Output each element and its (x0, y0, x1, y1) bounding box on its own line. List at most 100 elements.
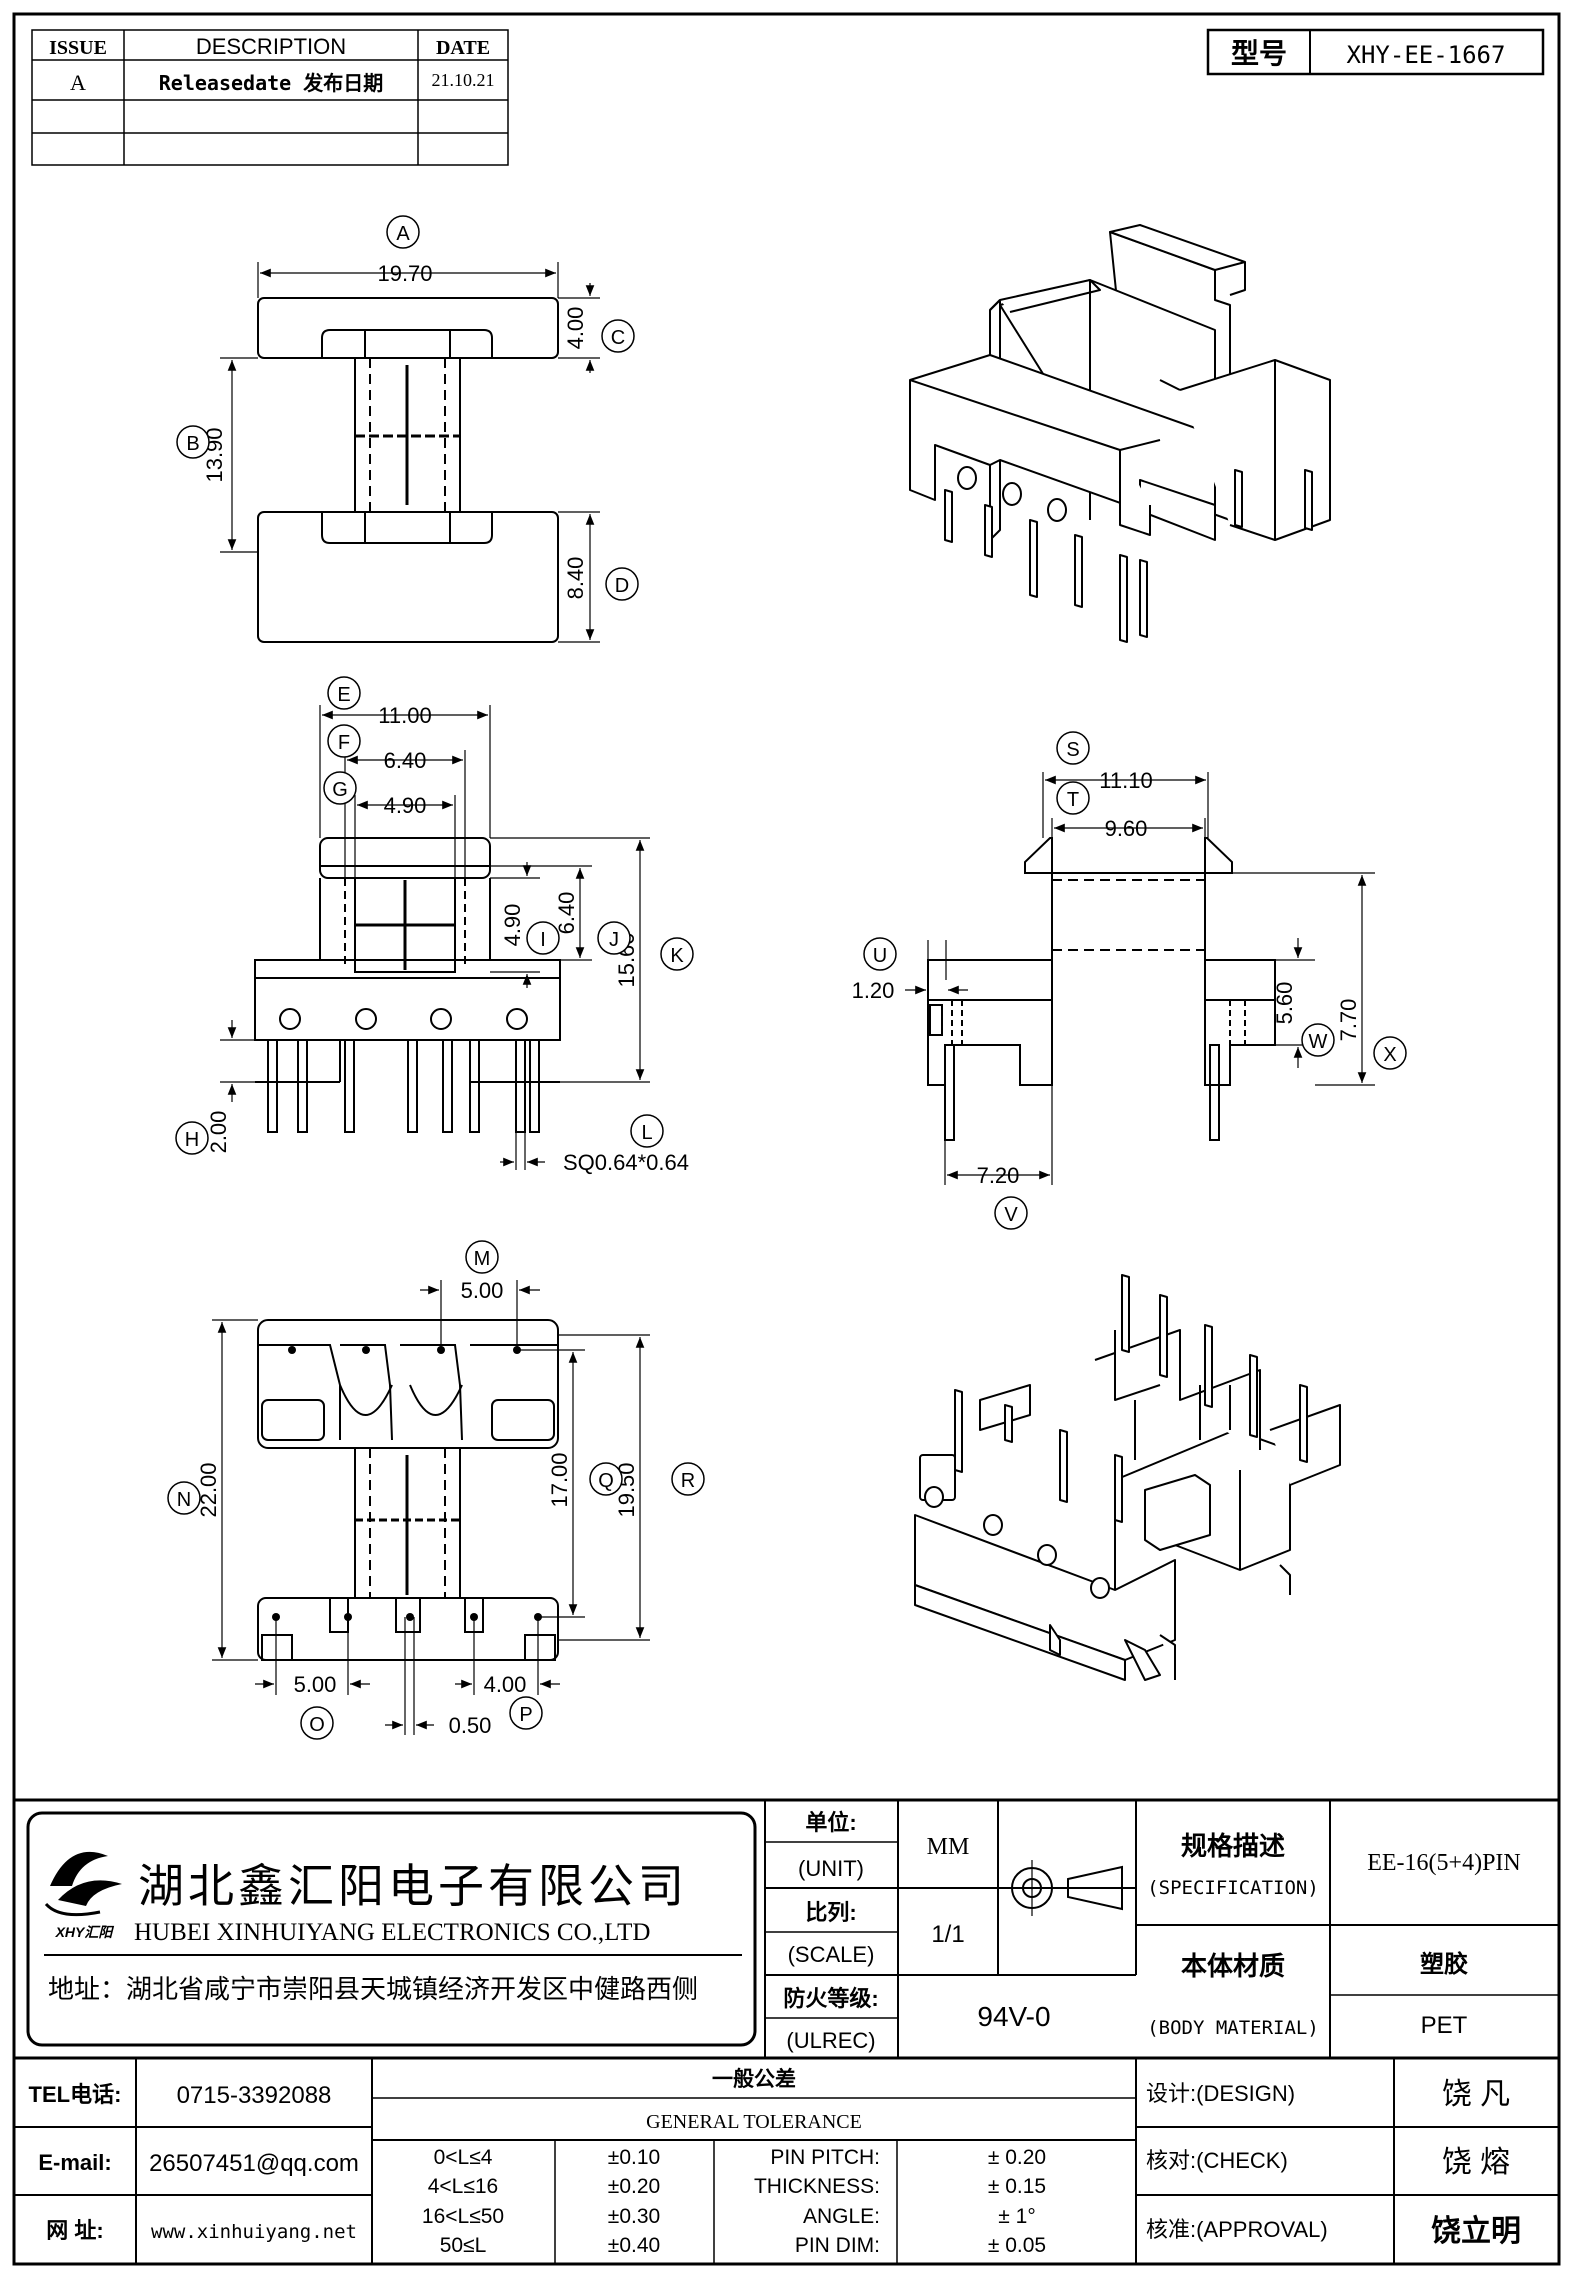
callout-C (601, 319, 635, 353)
email-value: 26507451@qq.com (149, 2150, 359, 2177)
unit-value: MM (927, 1834, 970, 1860)
material-label: 本体材质 (1181, 1951, 1285, 1981)
callout-A (386, 215, 420, 249)
scale-label-en: (SCALE) (788, 1942, 875, 1967)
fire-label-en: (ULREC) (786, 2028, 875, 2053)
callout-I-label: I (540, 929, 546, 951)
front-view-dims (220, 705, 650, 1170)
title-block-grid (14, 1798, 1559, 2264)
callout-T-label: T (1067, 789, 1079, 811)
dim-I: 4.90 (500, 904, 525, 947)
dim-S: 11.10 (1099, 768, 1152, 793)
callout-F (327, 724, 361, 758)
material-value-cn: 塑胶 (1420, 1950, 1468, 1978)
callout-E-label: E (337, 684, 350, 706)
material-label-en: (BODY MATERIAL) (1147, 2017, 1319, 2039)
callout-U-label: U (873, 945, 887, 967)
description-header: DESCRIPTION (196, 34, 346, 59)
isometric-bottom-view (914, 1274, 1341, 1681)
callout-K-label: K (670, 945, 684, 967)
tol-value-4: ±0.40 (608, 2234, 660, 2257)
angle-label: ANGLE: (803, 2205, 880, 2228)
callout-N (167, 1481, 201, 1515)
projection-symbol-icon (1004, 1860, 1128, 1916)
spec-label: 规格描述 (1181, 1831, 1285, 1861)
dim-N: 22.00 (196, 1462, 221, 1517)
check-value: 饶 熔 (1442, 2146, 1510, 2179)
dim-L: SQ0.64*0.64 (563, 1150, 689, 1175)
date-cell: 21.10.21 (432, 70, 495, 90)
callout-D (605, 567, 639, 601)
dim-O2: 0.50 (449, 1713, 492, 1738)
tol-value-3: ±0.30 (608, 2205, 660, 2228)
design-value: 饶 凡 (1442, 2078, 1510, 2111)
callout-I (526, 921, 560, 955)
callout-W-label: W (1309, 1031, 1328, 1053)
dim-V: 7.20 (977, 1163, 1020, 1188)
unit-label: 单位: (805, 1810, 856, 1835)
pin-dim-value: ± 0.05 (988, 2234, 1046, 2257)
unit-label-en: (UNIT) (798, 1856, 864, 1881)
callout-L (630, 1114, 664, 1148)
approval-value: 饶立明 (1431, 2214, 1521, 2248)
dim-O: 5.00 (294, 1672, 337, 1697)
company-name-cn: 湖北鑫汇阳电子有限公司 (138, 1861, 688, 1912)
callout-L-label: L (641, 1122, 652, 1144)
dim-A: 19.70 (377, 261, 432, 286)
callout-P-label: P (519, 1704, 532, 1726)
dim-M: 5.00 (461, 1278, 504, 1303)
tel-label: TEL电话: (29, 2082, 122, 2107)
dim-C: 4.00 (563, 307, 588, 350)
callout-G-label: G (332, 779, 348, 801)
revision-table (31, 29, 509, 166)
dim-W: 5.60 (1272, 982, 1297, 1025)
callout-V-label: V (1004, 1204, 1018, 1226)
callout-G (323, 771, 357, 805)
fire-value: 94V-0 (977, 2001, 1050, 2032)
issue-header: ISSUE (49, 37, 107, 59)
pin-dim-label: PIN DIM: (795, 2234, 880, 2257)
bottom-view-dims (212, 1280, 650, 1735)
tol-range-2: 4<L≤16 (428, 2175, 499, 2198)
callout-P (509, 1696, 543, 1730)
tol-value-2: ±0.20 (608, 2175, 660, 2198)
dim-P: 4.00 (484, 1672, 527, 1697)
side-view (927, 837, 1276, 1141)
callout-C-label: C (611, 327, 625, 349)
callout-T (1056, 781, 1090, 815)
callout-E (327, 676, 361, 710)
angle-value: ± 1° (998, 2205, 1035, 2228)
isometric-top-view (909, 224, 1331, 643)
dim-H: 2.00 (206, 1111, 231, 1154)
fire-label: 防火等级: (783, 1986, 878, 2011)
dim-X: 7.70 (1336, 999, 1361, 1042)
front-view (254, 837, 561, 1133)
callout-J (597, 921, 631, 955)
email-label: E-mail: (38, 2150, 111, 2175)
callout-Q (589, 1462, 623, 1496)
callout-R (671, 1462, 705, 1496)
company-name-en: HUBEI XINHUIYANG ELECTRONICS CO.,LTD (134, 1919, 650, 1946)
callout-F-label: F (338, 732, 350, 754)
callout-B (176, 425, 210, 459)
callout-J-label: J (609, 929, 619, 951)
callout-O (300, 1706, 334, 1740)
company-logo-text: XHY汇阳 (55, 1924, 115, 1940)
callout-X (1373, 1036, 1407, 1070)
callout-A-label: A (396, 223, 410, 245)
dim-J: 6.40 (554, 892, 579, 935)
callout-S (1056, 731, 1090, 765)
dim-F: 6.40 (384, 748, 427, 773)
thickness-label: THICKNESS: (754, 2175, 880, 2198)
callout-H (175, 1121, 209, 1155)
callout-O-label: O (309, 1714, 325, 1736)
dim-D: 8.40 (563, 557, 588, 600)
callout-H-label: H (185, 1129, 199, 1151)
material-value: PET (1421, 2012, 1468, 2039)
description-cell: Releasedate 发布日期 (159, 71, 384, 95)
company-address: 地址：湖北省咸宁市崇阳县天城镇经济开发区中健路西侧 (48, 1974, 698, 2004)
check-label: 核对:(CHECK) (1146, 2148, 1288, 2173)
dim-T: 9.60 (1105, 816, 1148, 841)
